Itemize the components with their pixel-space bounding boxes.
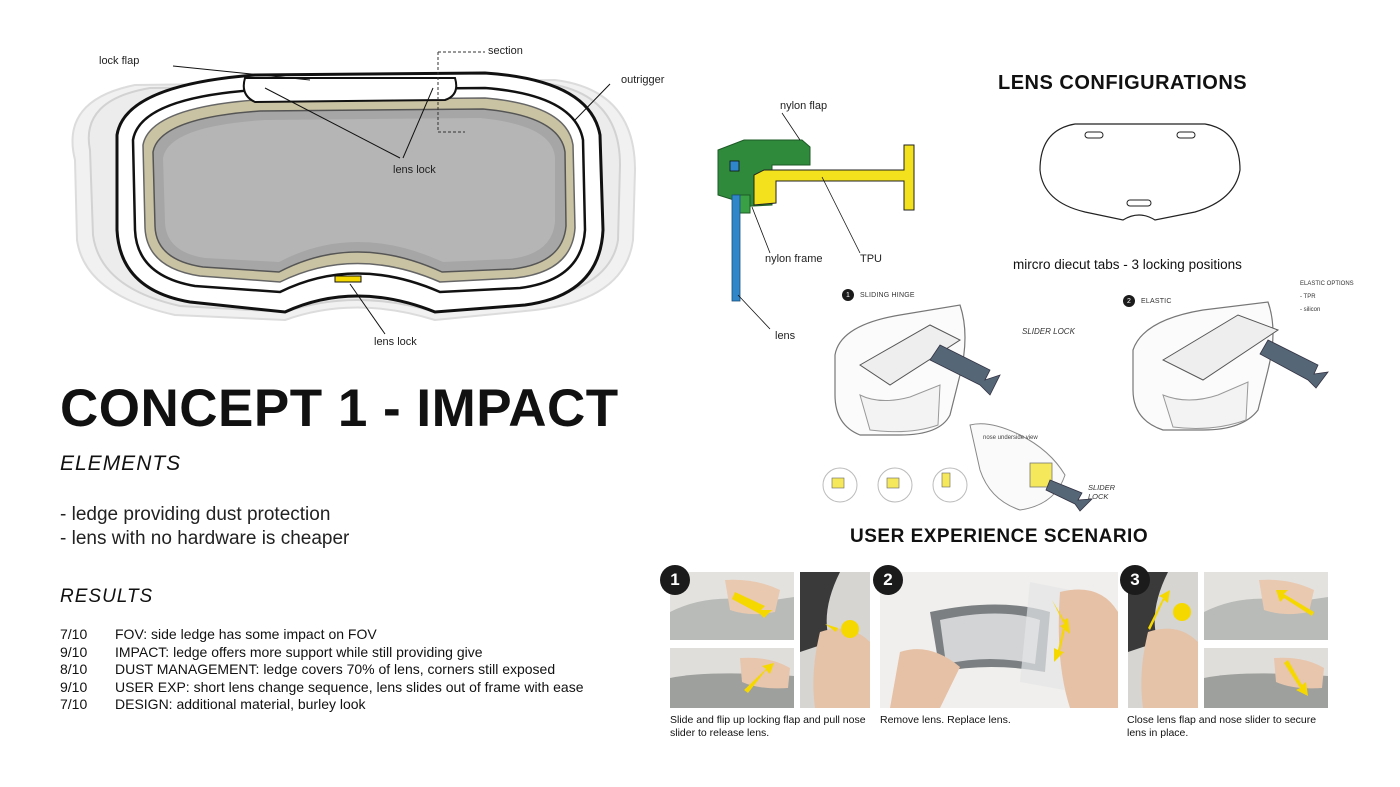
step3-photo-top: [1204, 572, 1328, 640]
step2-photo: [880, 572, 1118, 708]
lens-config-title: LENS CONFIGURATIONS: [998, 72, 1248, 94]
result-row: 7/10 FOV: side ledge has some impact on F…: [60, 626, 583, 644]
step3-photo-bottom: [1204, 648, 1328, 708]
sliding-hinge-number: 1: [842, 289, 854, 301]
lens-config-caption: mircro diecut tabs - 3 locking positions: [1013, 257, 1242, 272]
result-score: 9/10: [60, 643, 88, 660]
step3-photo-side: [1128, 572, 1198, 708]
step2-number-badge: 2: [873, 565, 903, 595]
slider-lock-label-1: SLIDER LOCK: [1022, 327, 1075, 336]
step2-photo-art: [880, 572, 1118, 708]
elastic-option: - TPR: [1300, 294, 1316, 300]
result-score: 8/10: [60, 661, 88, 677]
result-row: 9/10 USER EXP: short lens change sequence…: [60, 679, 583, 697]
elastic-label: ELASTIC: [1141, 297, 1172, 305]
nose-underside-label: nose underside view: [983, 435, 1038, 441]
step1-photo-art-b: [670, 648, 794, 708]
elastic-number: 2: [1123, 295, 1135, 307]
step2-caption: Remove lens. Replace lens.: [880, 714, 1011, 726]
result-score: 7/10: [60, 696, 88, 712]
goggle-front-diagram: lock flap section outrigger lens lock le…: [55, 40, 664, 350]
elastic-heading: 2 ELASTIC: [1123, 295, 1172, 307]
label-lens: lens: [775, 330, 796, 342]
result-score: 7/10: [60, 626, 88, 642]
result-row: 9/10 IMPACT: ledge offers more support wh…: [60, 644, 583, 662]
lens-outline: [1035, 120, 1245, 235]
step1-caption: Slide and flip up locking flap and pull …: [670, 714, 866, 739]
sliding-hinge-sketch: [822, 304, 1094, 512]
elements-heading: ELEMENTS: [60, 452, 182, 475]
step1-photo-art-c: [800, 572, 870, 708]
label-tpu: TPU: [860, 253, 882, 265]
slider-lock-label-2a: SLIDER: [1088, 483, 1116, 492]
result-text: DESIGN: additional material, burley look: [115, 696, 366, 712]
goggle-illustration: [71, 51, 637, 335]
label-nylon-flap: nylon flap: [780, 100, 828, 112]
elastic-options: ELASTIC OPTIONS - TPR - silicon: [1300, 278, 1354, 317]
elastic-sketch: [1132, 301, 1329, 431]
sketch-elastic: 2 ELASTIC ELASTIC OPTIONS - TPR - silicon: [1118, 270, 1368, 450]
lens-outline-illustration: [1039, 123, 1241, 221]
results-heading: RESULTS: [60, 586, 154, 607]
result-text: IMPACT: ledge offers more support while …: [115, 643, 483, 660]
results-list: 7/10 FOV: side ledge has some impact on F…: [60, 626, 583, 714]
step3-photo-art-b: [1204, 572, 1328, 640]
slider-lock-label-2b: LOCK: [1088, 492, 1109, 501]
label-outrigger: outrigger: [621, 74, 665, 86]
step1-photo-side: [800, 572, 870, 708]
result-text: FOV: side ledge has some impact on FOV: [115, 626, 377, 642]
label-lock-flap: lock flap: [99, 55, 140, 67]
result-row: 7/10 DESIGN: additional material, burley …: [60, 696, 583, 714]
result-row: 8/10 DUST MANAGEMENT: ledge covers 70% of…: [60, 661, 583, 679]
step1-number-badge: 1: [660, 565, 690, 595]
step1-photo-art: [670, 572, 794, 640]
step3-photo-art-c: [1204, 648, 1328, 708]
sliding-hinge-label: SLIDING HINGE: [860, 291, 915, 299]
section-illustration: [717, 112, 915, 330]
sliding-hinge-heading: 1 SLIDING HINGE: [842, 289, 915, 301]
slider-lock-label-2: SLIDER LOCK: [1088, 483, 1115, 501]
step3-number-badge: 3: [1120, 565, 1150, 595]
result-text: DUST MANAGEMENT: ledge covers 70% of len…: [115, 661, 556, 677]
label-lens-lock-upper: lens lock: [393, 164, 436, 176]
sketch-sliding-hinge: 1 SLIDING HINGE SLIDER LOCK nose undersid…: [820, 285, 1115, 520]
step1-photo-main-top: [670, 572, 794, 640]
concept-title: CONCEPT 1 - IMPACT: [60, 379, 619, 438]
element-item: - lens with no hardware is cheaper: [60, 528, 350, 549]
result-text: USER EXP: short lens change sequence, le…: [115, 678, 584, 695]
element-item: - ledge providing dust protection: [60, 504, 331, 525]
label-nylon-frame: nylon frame: [765, 253, 823, 265]
elastic-option: - silicon: [1300, 307, 1321, 313]
elements-list: - ledge providing dust protection - lens…: [60, 503, 349, 551]
step1-photo-main-bottom: [670, 648, 794, 708]
label-section: section: [488, 45, 523, 57]
section-diagram: nylon flap nylon frame TPU lens: [712, 95, 942, 355]
label-lens-lock-lower: lens lock: [374, 336, 417, 348]
elastic-options-title: ELASTIC OPTIONS: [1300, 281, 1354, 287]
step3-photo-art-a: [1128, 572, 1198, 708]
ux-title: USER EXPERIENCE SCENARIO: [850, 526, 1149, 547]
result-score: 9/10: [60, 678, 88, 695]
step3-caption: Close lens flap and nose slider to secur…: [1127, 714, 1317, 739]
